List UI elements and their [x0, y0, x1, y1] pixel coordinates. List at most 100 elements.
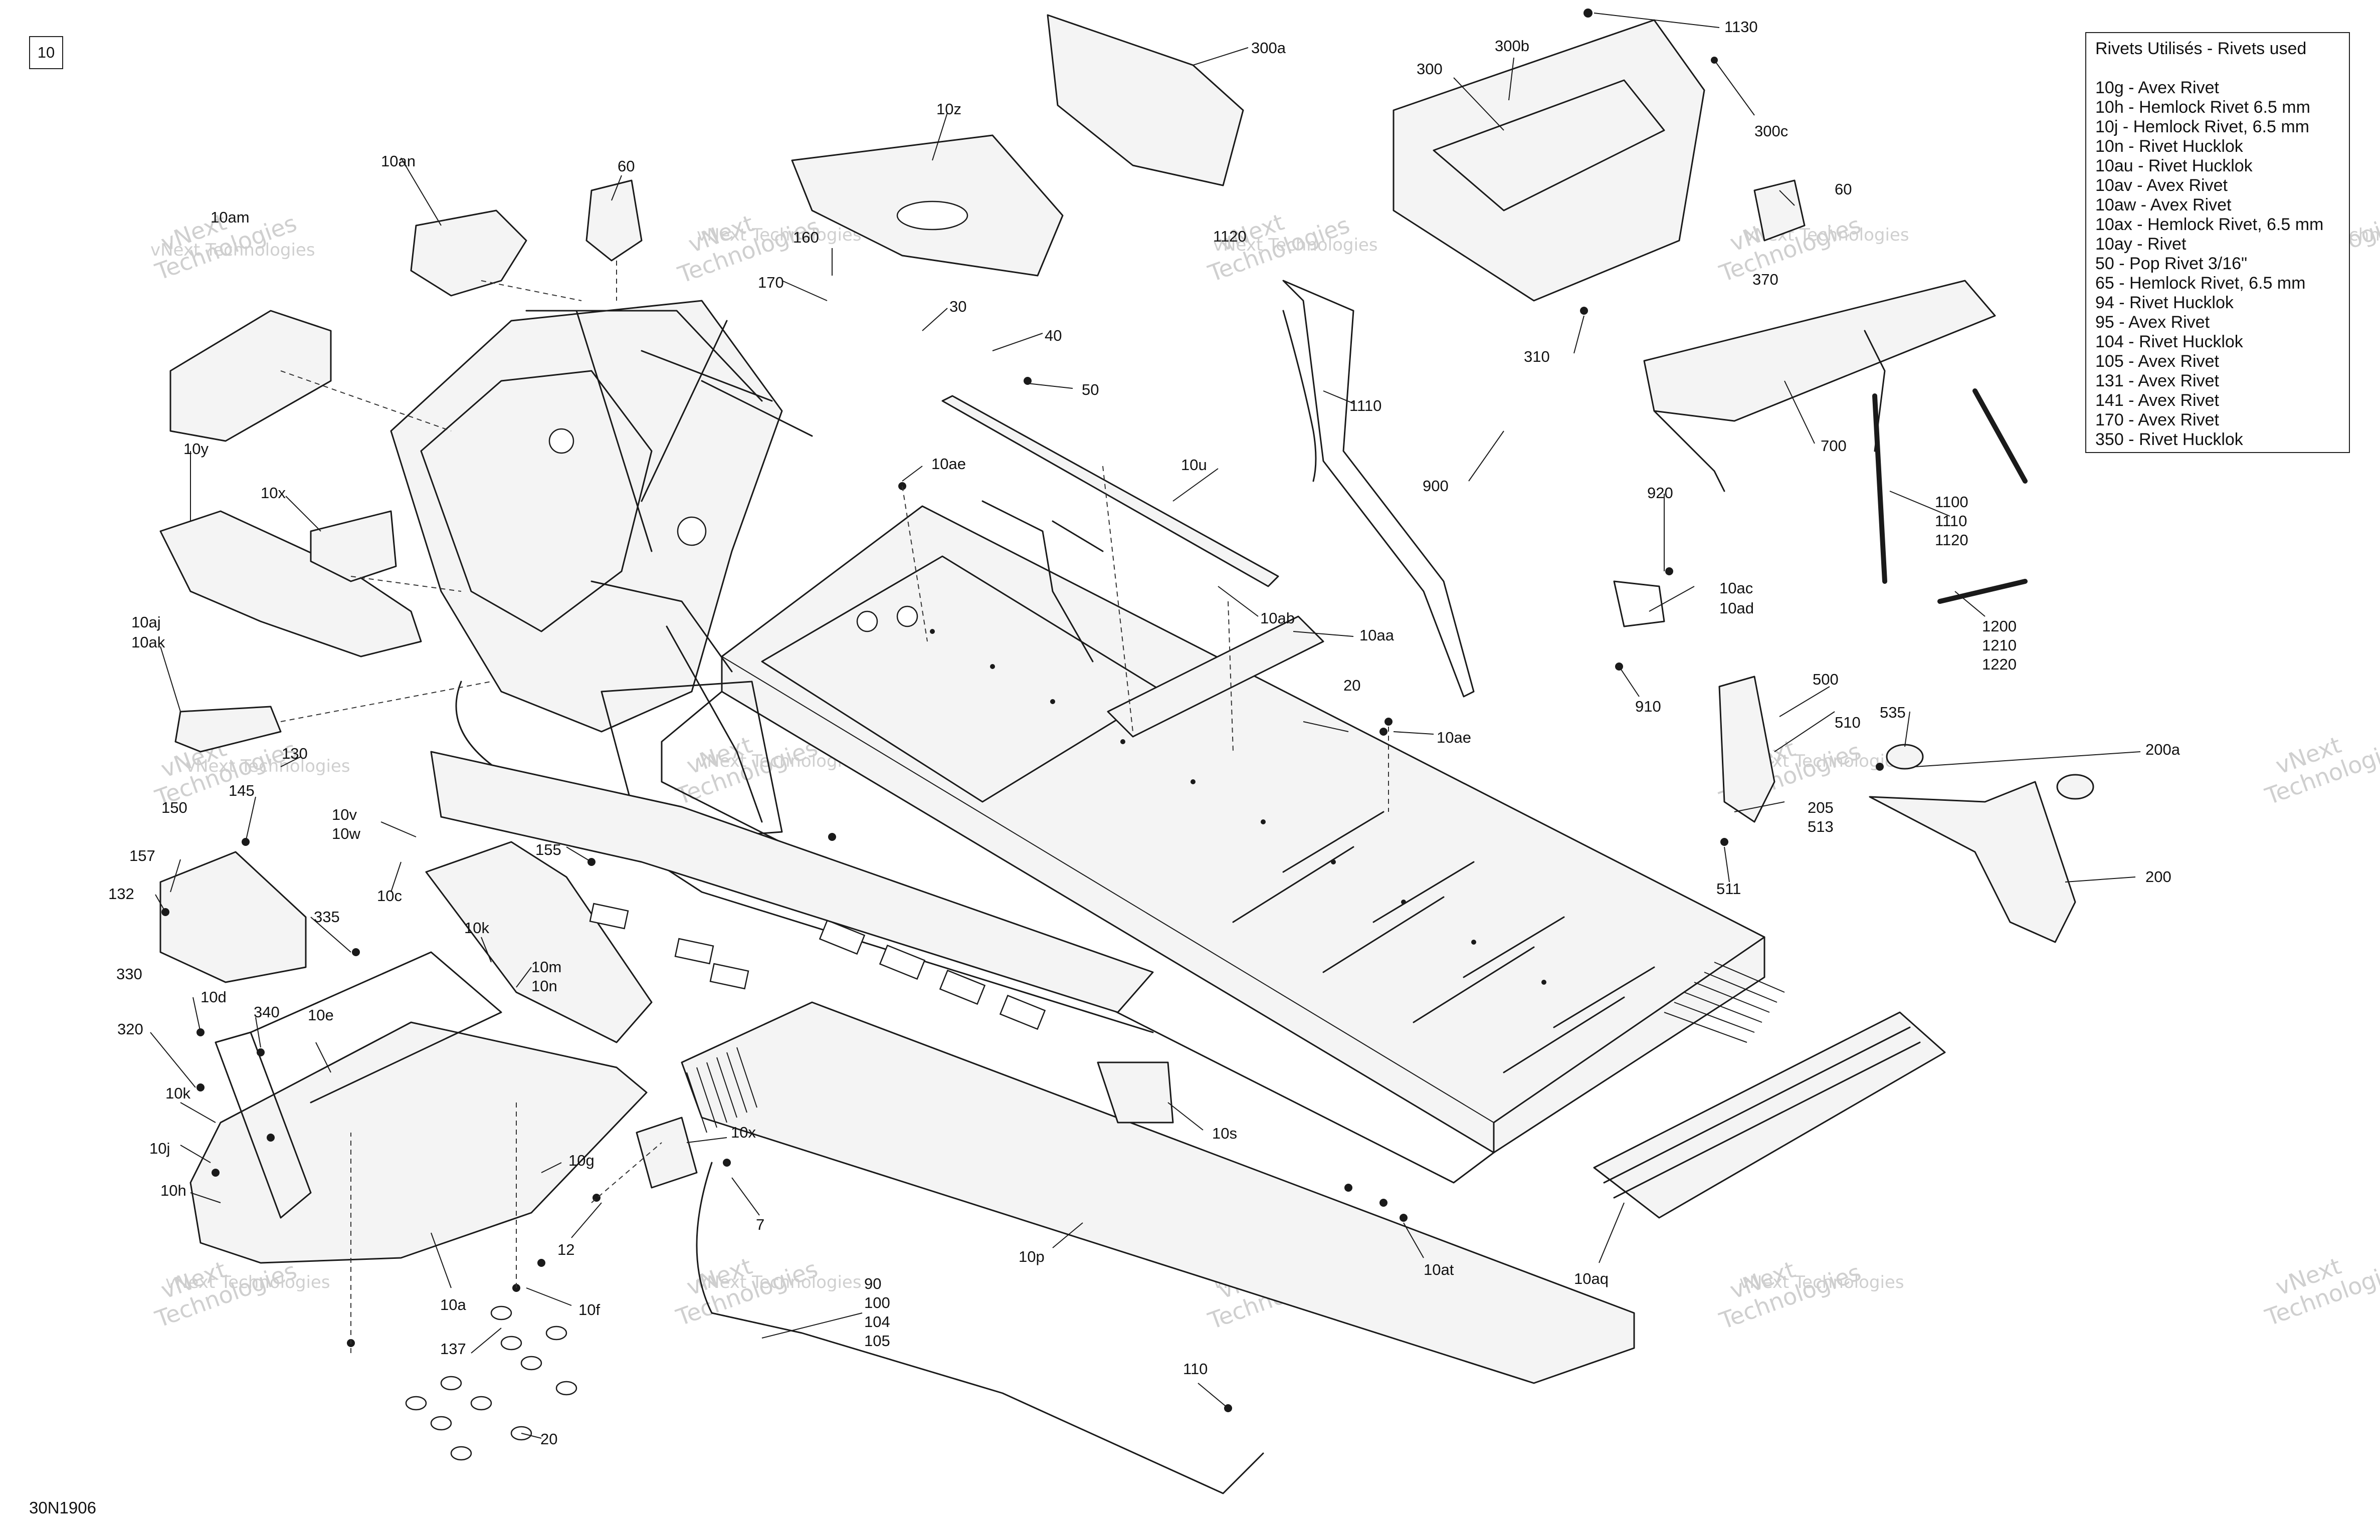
- callout-511: 511: [1716, 880, 1741, 898]
- callout-1110b: 1110: [1935, 512, 1967, 530]
- shield-10u: [430, 751, 1154, 1013]
- bracket-10ac: [1613, 580, 1665, 627]
- callout-300: 300: [1417, 60, 1443, 78]
- brace-700: [1643, 280, 1996, 422]
- callout-10x-b: 10x: [731, 1124, 756, 1141]
- bracket-10s: [1097, 1061, 1174, 1124]
- callout-1210: 1210: [1982, 636, 2017, 654]
- callout-10m: 10m: [531, 958, 561, 976]
- rivets-legend: Rivets Utilisés - Rivets used 10g - Avex…: [2085, 32, 2350, 453]
- callout-170: 170: [758, 274, 784, 291]
- callout-10h: 10h: [160, 1182, 186, 1199]
- callout-10k: 10k: [464, 919, 489, 937]
- callout-10ae-b: 10ae: [1437, 729, 1471, 746]
- legend-item: 10av - Avex Rivet: [2095, 176, 2228, 195]
- callout-30: 30: [949, 298, 966, 315]
- callout-1120: 1120: [1213, 228, 1247, 245]
- bracket-10am: [169, 310, 332, 442]
- callout-10y: 10y: [183, 440, 209, 458]
- callout-160: 160: [793, 229, 819, 246]
- watermark-line: vNext Technologies: [697, 225, 862, 245]
- front-frame-assembly: [390, 300, 813, 843]
- skid-10v: [159, 851, 307, 983]
- callout-10ac: 10ac: [1719, 579, 1753, 597]
- callout-300b: 300b: [1495, 37, 1529, 55]
- callout-10a: 10a: [440, 1296, 466, 1313]
- callout-10x: 10x: [261, 484, 286, 502]
- callout-10j: 10j: [149, 1140, 170, 1157]
- callout-1200: 1200: [1982, 617, 2017, 635]
- bracket-10an: [410, 209, 527, 297]
- support-1110: [1282, 310, 1317, 482]
- legend-item: 170 - Avex Rivet: [2095, 410, 2219, 429]
- watermark-line: vNext Technologies: [150, 240, 315, 260]
- callout-920: 920: [1647, 484, 1673, 502]
- callout-200a: 200a: [2145, 741, 2180, 758]
- callout-150: 150: [161, 799, 187, 816]
- callout-10am: 10am: [211, 208, 250, 226]
- callout-90: 90: [864, 1275, 881, 1292]
- callout-700: 700: [1821, 437, 1847, 455]
- callout-320: 320: [117, 1020, 143, 1038]
- callout-10d: 10d: [201, 988, 227, 1006]
- callout-900: 900: [1423, 477, 1449, 495]
- legend-item: 94 - Rivet Hucklok: [2095, 293, 2234, 312]
- leader-lines: [150, 13, 2141, 1439]
- legend-item: 10j - Hemlock Rivet, 6.5 mm: [2095, 117, 2309, 136]
- callout-335: 335: [314, 908, 340, 926]
- callout-340: 340: [254, 1003, 280, 1021]
- page-number-box: 10: [29, 36, 63, 69]
- callout-10p: 10p: [1019, 1248, 1045, 1265]
- callout-10ad: 10ad: [1719, 599, 1754, 617]
- diagram-code: 30N1906: [29, 1498, 96, 1517]
- watermark-line: vNext Technologies: [1739, 1272, 1904, 1292]
- tunnel-assembly: [601, 505, 1785, 1184]
- bracket-10x: [310, 510, 397, 582]
- callout-104: 104: [864, 1313, 890, 1331]
- callout-60: 60: [618, 157, 635, 175]
- rod-1200: [1937, 579, 2028, 604]
- callout-330: 330: [116, 965, 142, 983]
- callout-10aq: 10aq: [1574, 1270, 1609, 1287]
- callout-40: 40: [1045, 327, 1062, 344]
- callout-10ae: 10ae: [931, 455, 966, 473]
- callout-513: 513: [1808, 818, 1834, 835]
- callout-535: 535: [1880, 704, 1906, 721]
- bracket-10xb: [636, 1117, 698, 1189]
- watermark-line: vNext Technologies: [165, 1272, 330, 1292]
- callout-1220: 1220: [1982, 655, 2017, 673]
- callout-155: 155: [535, 841, 561, 858]
- callout-10ab: 10ab: [1260, 609, 1295, 627]
- callout-300a: 300a: [1251, 39, 1286, 57]
- callout-10aj: 10aj: [131, 613, 161, 631]
- callout-10at: 10at: [1424, 1261, 1454, 1278]
- legend-item: 105 - Avex Rivet: [2095, 352, 2219, 371]
- callout-10aa: 10aa: [1359, 626, 1395, 644]
- watermark-line: vNext Technologies: [697, 1272, 862, 1292]
- callout-7: 7: [756, 1216, 764, 1233]
- legend-item: 10ay - Rivet: [2095, 235, 2187, 254]
- bracket-10y: [159, 510, 422, 657]
- frame-10d: [215, 1031, 312, 1219]
- callout-10v: 10v: [332, 806, 357, 823]
- callout-60b: 60: [1835, 180, 1852, 198]
- callout-labels: 10z 300a 1130 300b 300 300c 10an 60 10am…: [108, 18, 2180, 1448]
- rear-brackets: [1593, 676, 2094, 1219]
- callout-1100: 1100: [1935, 493, 1968, 511]
- callout-205: 205: [1808, 799, 1834, 816]
- callout-20b: 20: [540, 1430, 557, 1448]
- callout-137: 137: [440, 1340, 466, 1358]
- callout-200: 200: [2145, 868, 2171, 886]
- callout-50: 50: [1082, 381, 1099, 398]
- legend-item: 10au - Rivet Hucklok: [2095, 156, 2253, 175]
- callout-10z: 10z: [936, 100, 961, 118]
- callout-12: 12: [557, 1241, 574, 1258]
- callout-510: 510: [1835, 714, 1861, 731]
- callout-10n: 10n: [531, 977, 557, 995]
- rail-10aa: [1107, 615, 1324, 738]
- callout-370: 370: [1752, 271, 1778, 288]
- callout-10c: 10c: [377, 887, 402, 905]
- bracket-500: [1718, 676, 1775, 823]
- callout-10s: 10s: [1212, 1125, 1237, 1142]
- callout-910: 910: [1635, 698, 1661, 715]
